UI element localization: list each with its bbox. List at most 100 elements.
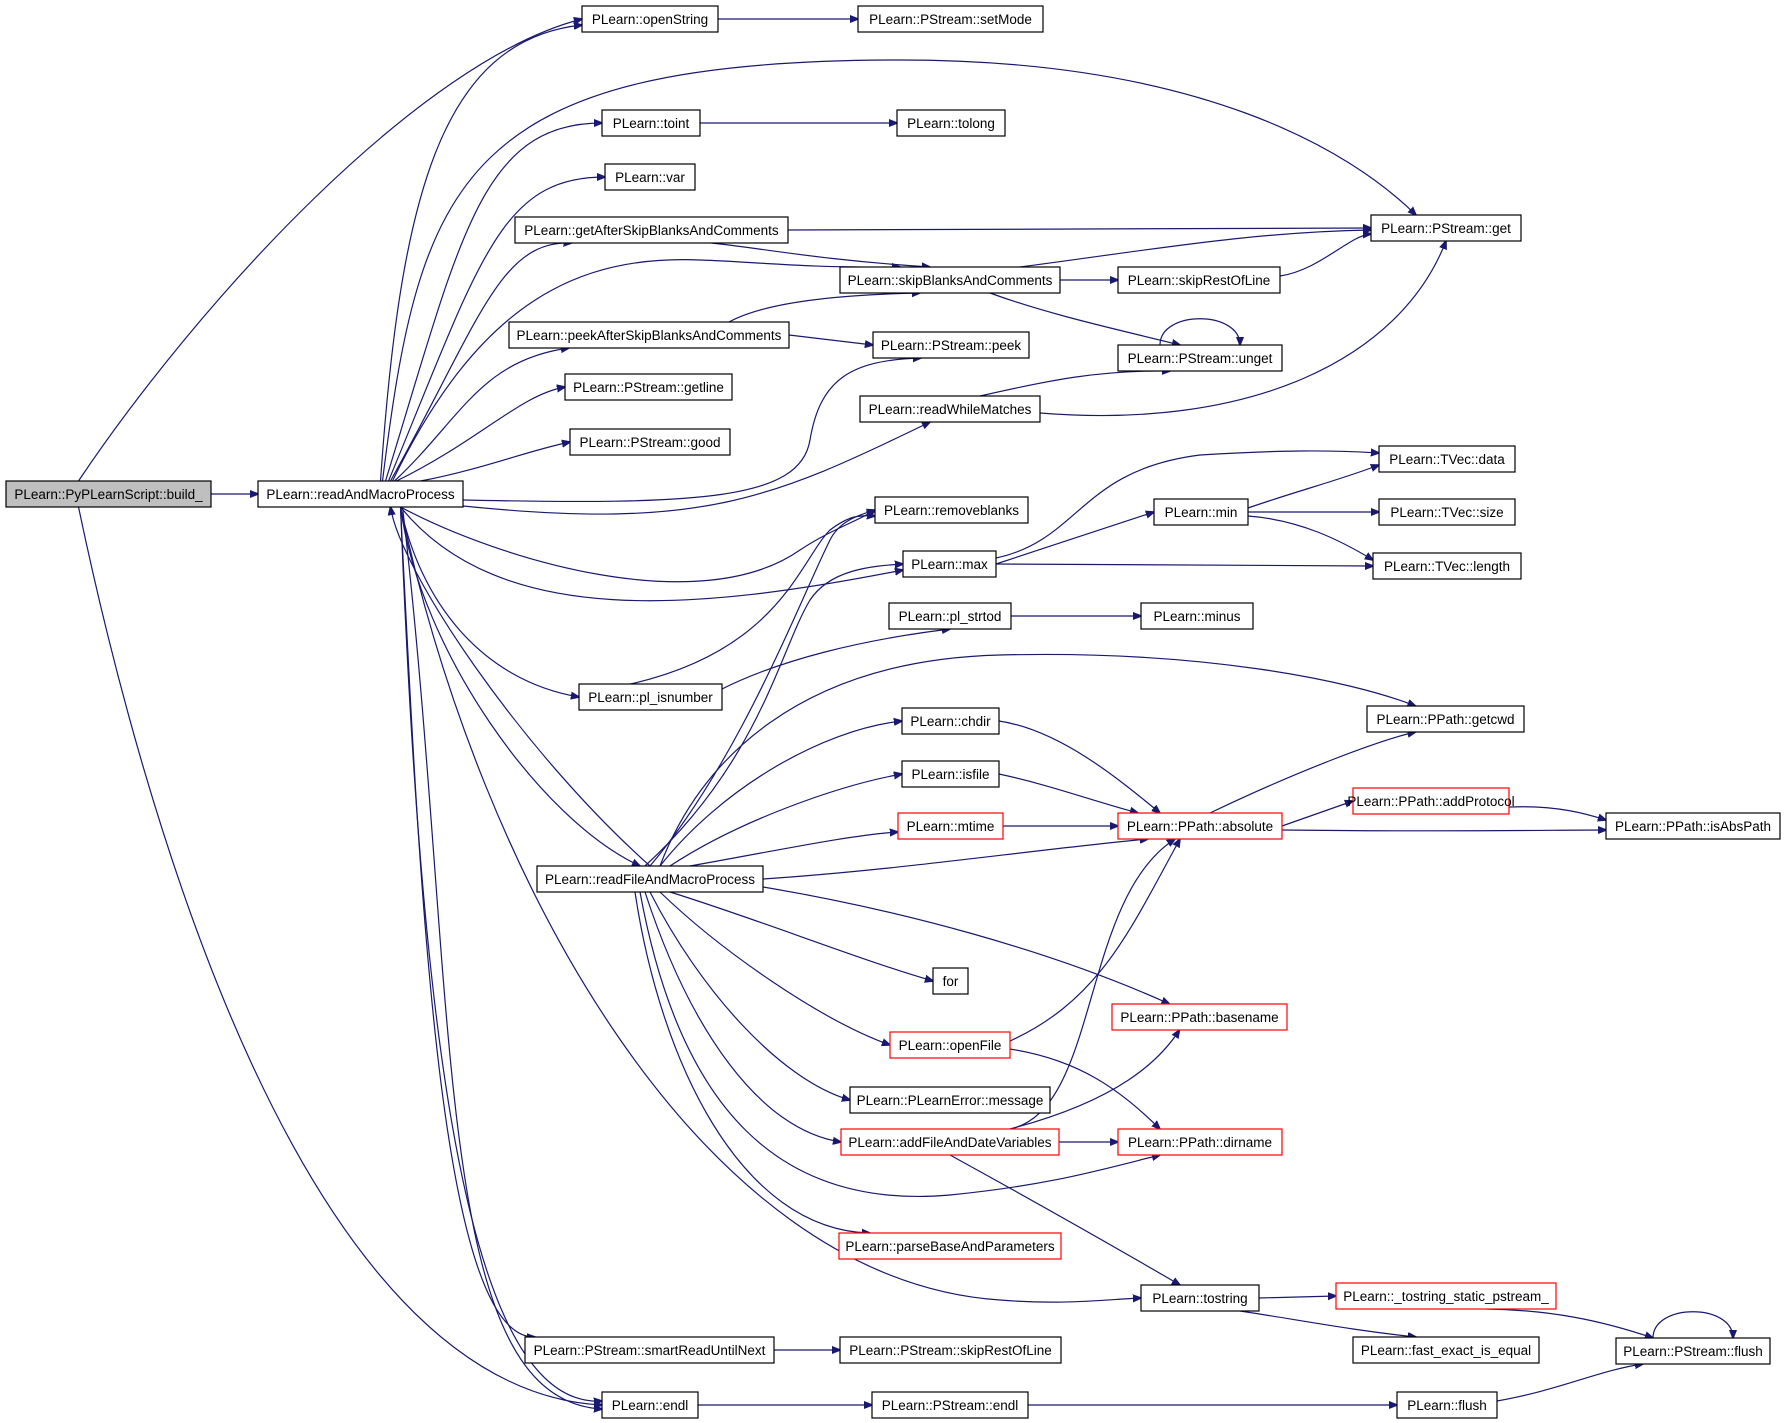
function-node-dirname[interactable]: PLearn::PPath::dirname (1117, 1128, 1283, 1156)
function-node-flush[interactable]: PLearn::flush (1396, 1391, 1498, 1419)
function-node-getcwd[interactable]: PLearn::PPath::getcwd (1366, 705, 1525, 733)
function-node-peekasb[interactable]: PLearn::peekAfterSkipBlanksAndComments (508, 321, 790, 349)
node-box (888, 602, 1012, 630)
function-node-addprotocol[interactable]: PLearn::PPath::addProtocol (1347, 787, 1515, 815)
call-edge-chdir-to-absolute (998, 720, 1160, 813)
function-node-addfdv[interactable]: PLearn::addFileAndDateVariables (840, 1128, 1060, 1156)
function-node-strtod[interactable]: PLearn::pl_strtod (888, 602, 1012, 630)
edge-line (1039, 241, 1446, 417)
function-node-openfile[interactable]: PLearn::openFile (889, 1031, 1011, 1059)
function-node-tlength[interactable]: PLearn::TVec::length (1372, 552, 1522, 580)
call-edge-max-to-tdata (995, 451, 1379, 559)
function-node-skiprol[interactable]: PLearn::skipRestOfLine (1117, 266, 1281, 294)
function-node-tostring[interactable]: PLearn::tostring (1140, 1284, 1260, 1312)
edge-line (396, 387, 566, 482)
function-node-ramp[interactable]: PLearn::readAndMacroProcess (257, 480, 464, 508)
function-node-smartrun[interactable]: PLearn::PStream::smartReadUntilNext (524, 1336, 775, 1364)
function-node-build[interactable]: PLearn::PyPLearnScript::build_ (5, 480, 212, 508)
function-node-mtime[interactable]: PLearn::mtime (897, 812, 1004, 840)
function-node-min[interactable]: PLearn::min (1153, 498, 1249, 526)
node-label: PLearn::TVec::data (1389, 452, 1505, 467)
edge-line (400, 506, 904, 602)
function-node-isabspath[interactable]: PLearn::PPath::isAbsPath (1605, 812, 1781, 840)
function-node-skipbc[interactable]: PLearn::skipBlanksAndComments (839, 266, 1061, 294)
node-label: PLearn::parseBaseAndParameters (845, 1239, 1055, 1254)
node-box (514, 216, 789, 244)
function-node-toint[interactable]: PLearn::toint (601, 109, 701, 137)
edge-line (659, 891, 890, 1045)
function-node-setmode[interactable]: PLearn::PStream::setMode (857, 5, 1044, 33)
function-node-unget[interactable]: PLearn::PStream::unget (1117, 344, 1283, 372)
function-node-getasb[interactable]: PLearn::getAfterSkipBlanksAndComments (514, 216, 789, 244)
function-node-removeblanks[interactable]: PLearn::removeblanks (874, 496, 1029, 524)
node-box (604, 163, 696, 191)
function-node-for[interactable]: for (932, 967, 969, 995)
function-node-tsps[interactable]: PLearn::_tostring_static_pstream_ (1335, 1282, 1557, 1310)
edge-line (1652, 1311, 1733, 1338)
function-node-readwm[interactable]: PLearn::readWhileMatches (859, 395, 1041, 423)
node-box (901, 707, 1000, 735)
edge-line (387, 177, 606, 482)
call-edge-ramp-to-max (400, 506, 904, 602)
function-node-tsize[interactable]: PLearn::TVec::size (1378, 498, 1516, 526)
node-label: PLearn::TVec::size (1390, 505, 1503, 520)
node-label: PLearn::PStream::endl (882, 1398, 1019, 1413)
edge-line (728, 293, 920, 323)
function-node-endl[interactable]: PLearn::endl (601, 1391, 699, 1419)
function-node-psendl[interactable]: PLearn::PStream::endl (871, 1391, 1029, 1419)
edge-line (639, 891, 1160, 1197)
edge-line (1009, 839, 1175, 1130)
function-node-rfamp[interactable]: PLearn::readFileAndMacroProcess (536, 865, 764, 893)
function-node-psflush[interactable]: PLearn::PStream::flush (1615, 1337, 1771, 1365)
call-edge-ramp-to-peekasb (394, 348, 570, 482)
node-label: PLearn::PPath::addProtocol (1347, 794, 1514, 809)
function-node-absolute[interactable]: PLearn::PPath::absolute (1117, 812, 1283, 840)
function-node-getline[interactable]: PLearn::PStream::getline (564, 373, 733, 401)
function-node-get[interactable]: PLearn::PStream::get (1370, 214, 1522, 242)
function-nodes: PLearn::PyPLearnScript::build_PLearn::re… (5, 5, 1781, 1419)
function-node-max[interactable]: PLearn::max (902, 550, 997, 578)
function-node-parsebp[interactable]: PLearn::parseBaseAndParameters (838, 1232, 1062, 1260)
call-edge-ramp-to-tostring (399, 506, 1142, 1303)
edge-line (1009, 1030, 1180, 1130)
call-edge-skipbc-to-unget (989, 292, 1180, 345)
function-node-psskiprol[interactable]: PLearn::PStream::skipRestOfLine (839, 1336, 1062, 1364)
function-node-fasteq[interactable]: PLearn::fast_exact_is_equal (1352, 1336, 1540, 1364)
call-edge-skipbc-to-get (1019, 230, 1371, 268)
node-label: PLearn::addFileAndDateVariables (848, 1135, 1051, 1150)
call-edge-ramp-to-readwm (462, 422, 930, 515)
function-node-peek[interactable]: PLearn::PStream::peek (872, 331, 1030, 359)
function-node-minus[interactable]: PLearn::minus (1140, 602, 1254, 630)
function-node-basename[interactable]: PLearn::PPath::basename (1111, 1003, 1288, 1031)
function-node-tdata[interactable]: PLearn::TVec::data (1378, 445, 1516, 473)
node-label: PLearn::mtime (907, 819, 995, 834)
node-box (1378, 498, 1516, 526)
call-edge-ramp-to-removeblanks (400, 506, 876, 583)
function-node-good[interactable]: PLearn::PStream::good (569, 428, 731, 456)
edge-line (1247, 465, 1379, 509)
function-node-var[interactable]: PLearn::var (604, 163, 696, 191)
function-node-chdir[interactable]: PLearn::chdir (901, 707, 1000, 735)
call-edge-rfamp-to-removeblanks (649, 510, 875, 867)
function-node-message[interactable]: PLearn::PLearnError::message (849, 1086, 1051, 1114)
call-edge-ramp-to-get (381, 59, 1417, 482)
call-edge-ramp-to-openstring (379, 25, 583, 482)
function-node-tolong[interactable]: PLearn::tolong (896, 109, 1006, 137)
function-node-isfile[interactable]: PLearn::isfile (901, 760, 1000, 788)
node-label: PLearn::tolong (907, 116, 995, 131)
edge-line (787, 228, 1371, 230)
call-edge-max-to-min (995, 512, 1154, 565)
node-label: PLearn::PPath::dirname (1128, 1135, 1272, 1150)
function-node-isnumber[interactable]: PLearn::pl_isnumber (578, 683, 723, 711)
function-node-openstring[interactable]: PLearn::openString (581, 5, 719, 33)
node-label: PLearn::min (1165, 505, 1238, 520)
node-box (1352, 1336, 1540, 1364)
node-box (1615, 1337, 1771, 1365)
edge-line (995, 512, 1154, 565)
node-label: PLearn::fast_exact_is_equal (1361, 1343, 1531, 1358)
call-edge-ramp-to-isnumber (399, 506, 580, 697)
node-box (1117, 344, 1283, 372)
node-box (838, 1232, 1062, 1260)
call-edge-min-to-tlength (1247, 515, 1373, 560)
